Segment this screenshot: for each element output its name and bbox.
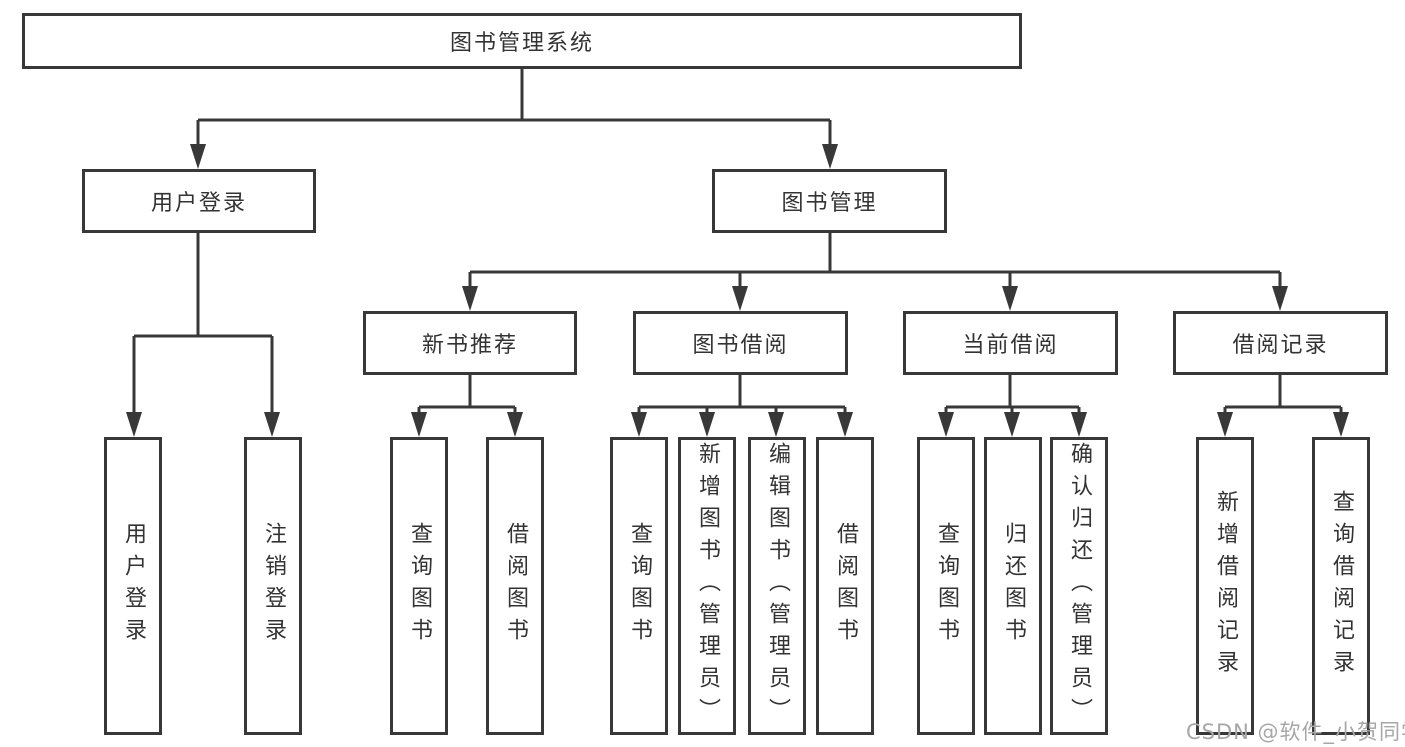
leaf-borrow-add-books-admin: 新增图书（管理员） <box>678 437 736 735</box>
leaf-records-add-record: 新增借阅记录 <box>1196 437 1254 735</box>
node-book-borrow: 图书借阅 <box>633 311 848 375</box>
leaf-recommend-query-books: 查询图书 <box>390 437 448 735</box>
node-book-management: 图书管理 <box>712 169 947 233</box>
leaf-records-query-record: 查询借阅记录 <box>1312 437 1370 735</box>
leaf-borrow-edit-books-admin: 编辑图书（管理员） <box>748 437 806 735</box>
leaf-borrow-query-books: 查询图书 <box>610 437 668 735</box>
leaf-recommend-borrow-books: 借阅图书 <box>486 437 544 735</box>
leaf-current-return-books: 归还图书 <box>984 437 1042 735</box>
node-borrow-records: 借阅记录 <box>1173 311 1388 375</box>
node-user-login: 用户登录 <box>82 169 316 233</box>
leaf-borrow-borrow-books: 借阅图书 <box>816 437 874 735</box>
leaf-logout: 注销登录 <box>244 437 302 735</box>
node-new-book-recommend: 新书推荐 <box>363 311 577 375</box>
node-root-system: 图书管理系统 <box>22 13 1022 69</box>
node-current-borrow: 当前借阅 <box>903 311 1118 375</box>
leaf-user-login: 用户登录 <box>104 437 162 735</box>
leaf-current-query-books: 查询图书 <box>917 437 975 735</box>
csdn-watermark: CSDN @软件_小贺同学 <box>1186 720 1405 744</box>
leaf-current-confirm-return-admin: 确认归还（管理员） <box>1050 437 1108 735</box>
